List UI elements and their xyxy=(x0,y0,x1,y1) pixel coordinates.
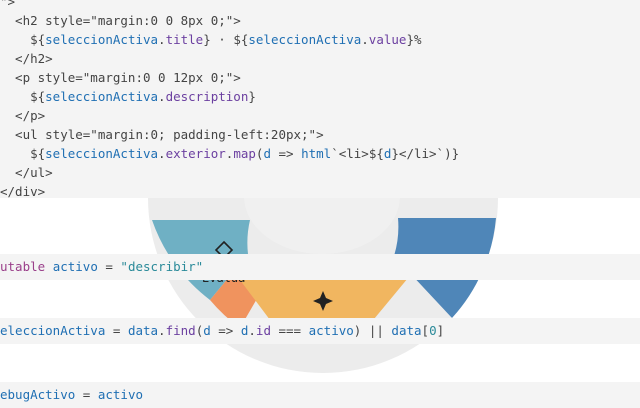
code-token: . xyxy=(361,32,369,47)
code-token: <h2 style="margin:0 0 8px 0;"> xyxy=(0,13,241,28)
code-token: ) || xyxy=(353,323,392,338)
code-line: ${seleccionActiva.exterior.map(d => html… xyxy=(0,146,459,162)
code-token: seleccionActiva xyxy=(45,146,159,161)
code-line: </ul> xyxy=(0,165,53,181)
code-line: utable activo = "describir" xyxy=(0,259,203,275)
code-token: data xyxy=(127,323,159,338)
seleccion-activa-cell[interactable]: eleccionActiva = data.find(d => d.id ===… xyxy=(0,318,640,344)
code-token: d xyxy=(263,146,271,161)
code-token: ${ xyxy=(0,89,46,104)
code-token: id xyxy=(255,323,271,338)
code-token: </div> xyxy=(0,184,46,198)
star-icon xyxy=(313,291,333,311)
code-token: data xyxy=(391,323,422,338)
code-token: ] xyxy=(436,323,445,338)
code-line: eleccionActiva = data.find(d => d.id ===… xyxy=(0,323,444,339)
code-token: value xyxy=(368,32,407,47)
code-token: "> xyxy=(0,0,16,9)
code-token: }% xyxy=(406,32,422,47)
debug-activo-cell[interactable]: ebugActivo = activo xyxy=(0,382,640,408)
code-token: </h2> xyxy=(0,51,53,66)
code-token: `<li>${ xyxy=(331,146,384,161)
code-token: => xyxy=(270,146,302,161)
code-line: </h2> xyxy=(0,51,53,67)
code-token: <ul style="margin:0; padding-left:20px;"… xyxy=(0,127,324,142)
code-line: ebugActivo = activo xyxy=(0,387,143,403)
code-line: </div> xyxy=(0,184,45,198)
code-token: . xyxy=(225,146,234,161)
code-token: seleccionActiva xyxy=(45,89,159,104)
code-token: }</li>`)} xyxy=(391,146,460,161)
code-token: . xyxy=(158,146,166,161)
code-token: === xyxy=(270,323,309,338)
code-token: <p style="margin:0 0 12px 0;"> xyxy=(0,70,241,85)
code-token: activo xyxy=(97,387,143,402)
code-token: = xyxy=(97,259,121,274)
code-token: seleccionActiva xyxy=(45,32,159,47)
donut-chart: Evalua xyxy=(148,198,498,373)
code-token: 0 xyxy=(429,323,437,338)
code-line: ${seleccionActiva.title} · ${seleccionAc… xyxy=(0,32,422,48)
donut-inner-circle xyxy=(244,198,400,254)
code-token: d xyxy=(383,146,392,161)
code-token: eleccionActiva xyxy=(0,323,106,338)
code-token: ( xyxy=(195,323,204,338)
code-block-html-template[interactable]: "> <h2 style="margin:0 0 8px 0;"> ${sele… xyxy=(0,0,640,198)
code-line: ${seleccionActiva.description} xyxy=(0,89,256,105)
code-token: } · ${ xyxy=(203,32,249,47)
code-token: . xyxy=(158,32,166,47)
code-line: <ul style="margin:0; padding-left:20px;"… xyxy=(0,127,324,143)
mutable-activo-cell[interactable]: utable activo = "describir" xyxy=(0,254,640,280)
code-line: </p> xyxy=(0,108,45,124)
code-token: seleccionActiva xyxy=(248,32,362,47)
code-token: . xyxy=(158,89,166,104)
code-token: html xyxy=(301,146,332,161)
code-token: </p> xyxy=(0,108,46,123)
code-token: find xyxy=(165,323,196,338)
code-token: . xyxy=(158,323,166,338)
code-token: } xyxy=(248,89,256,104)
code-token: title xyxy=(165,32,204,47)
code-token: </ul> xyxy=(0,165,53,180)
code-token: ( xyxy=(255,146,264,161)
code-line: "> xyxy=(0,0,15,10)
code-token: [ xyxy=(421,323,430,338)
code-token: d xyxy=(203,323,211,338)
code-token: => xyxy=(210,323,241,338)
code-token: ${ xyxy=(0,32,46,47)
code-token: = xyxy=(75,387,98,402)
code-token: = xyxy=(105,323,128,338)
code-line: <p style="margin:0 0 12px 0;"> xyxy=(0,70,241,86)
donut-chart-area: Evalua xyxy=(0,198,640,400)
code-token: utable xyxy=(0,259,53,274)
code-token: ebugActivo xyxy=(0,387,76,402)
code-token: activo xyxy=(308,323,354,338)
code-token: map xyxy=(233,146,256,161)
code-token: "describir" xyxy=(120,259,204,274)
code-token: exterior xyxy=(165,146,226,161)
code-token: activo xyxy=(52,259,98,274)
code-token: description xyxy=(165,89,249,104)
code-token: . xyxy=(248,323,256,338)
code-line: <h2 style="margin:0 0 8px 0;"> xyxy=(0,13,241,29)
code-token: ${ xyxy=(0,146,46,161)
code-token: d xyxy=(240,323,249,338)
